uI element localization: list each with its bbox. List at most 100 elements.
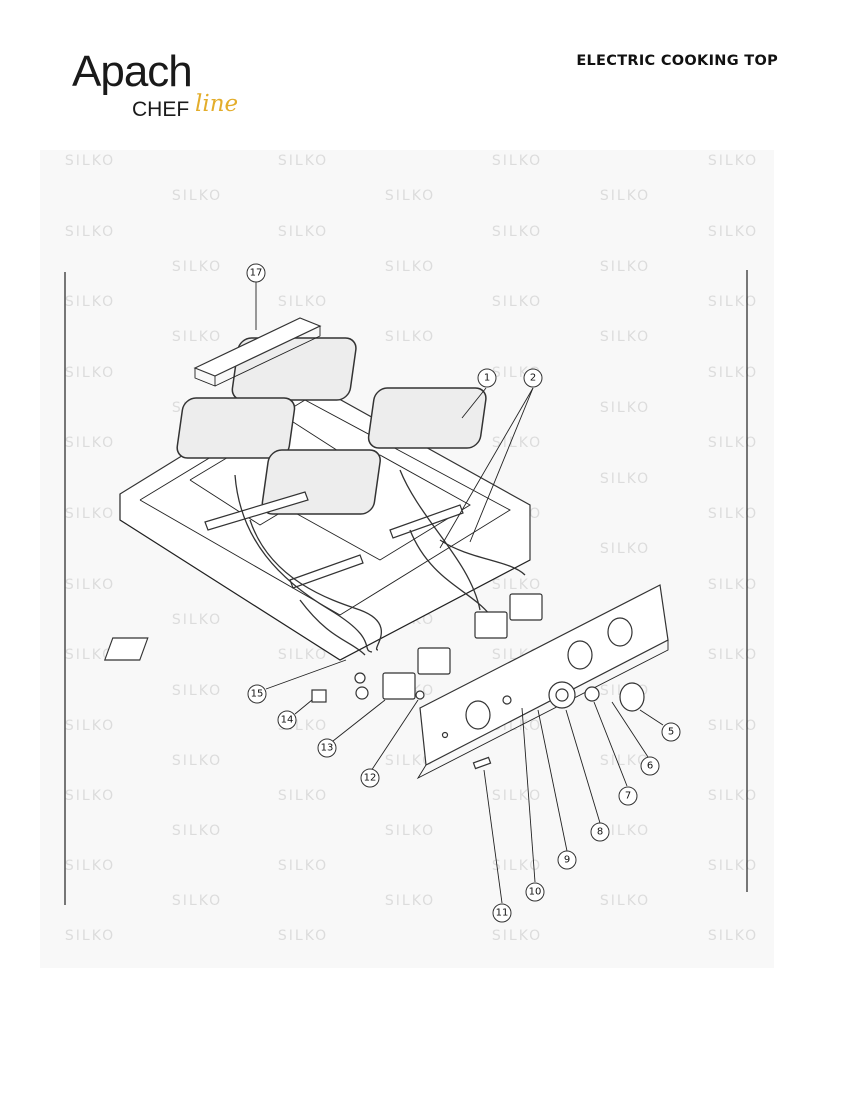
watermark-text: SILKO [600, 471, 650, 487]
callout-15: 15 [247, 684, 267, 704]
callout-number: 5 [668, 727, 674, 738]
watermark-text: SILKO [278, 647, 328, 663]
clamp-part [311, 689, 327, 703]
watermark-text: SILKO [708, 294, 758, 310]
callout-14: 14 [277, 710, 297, 730]
callout-circle [590, 822, 610, 842]
plate-brackets [204, 491, 464, 589]
watermark-text: SILKO [278, 928, 328, 944]
watermark-text: SILKO [492, 577, 542, 593]
indicator-lamp [472, 756, 492, 770]
callout-circle [557, 850, 577, 870]
watermark-text: SILKO [600, 753, 650, 769]
watermark-text: SILKO [65, 224, 115, 240]
callout-7: 7 [618, 786, 638, 806]
callout-number: 15 [251, 689, 264, 700]
callout-12: 12 [360, 768, 380, 788]
watermark-text: SILKO [708, 365, 758, 381]
energy-regulators [354, 593, 543, 700]
watermark-text: SILKO [600, 329, 650, 345]
watermark-text: SILKO [600, 823, 650, 839]
callout-circle [317, 738, 337, 758]
brand-logo: Apach [72, 47, 193, 96]
callout-circle [477, 368, 497, 388]
callout-6: 6 [640, 756, 660, 776]
watermark-text: SILKO [65, 506, 115, 522]
watermark-text: SILKO [492, 435, 542, 451]
watermark-text: SILKO [600, 893, 650, 909]
callout-9: 9 [557, 850, 577, 870]
callout-circle [661, 722, 681, 742]
watermark-text: SILKO [708, 858, 758, 874]
callout-number: 10 [529, 887, 542, 898]
callout-1: 1 [477, 368, 497, 388]
watermark-text: SILKO [65, 435, 115, 451]
callout-circle [640, 756, 660, 776]
watermark-text: SILKO [708, 153, 758, 169]
watermark-text: SILKO [385, 188, 435, 204]
callout-circle [525, 882, 545, 902]
brand-script-logo: line [195, 91, 239, 117]
watermark-text: SILKO [172, 329, 222, 345]
callout-circle [360, 768, 380, 788]
watermark-text: SILKO [385, 893, 435, 909]
small-washer [415, 690, 425, 700]
callout-number: 6 [647, 761, 653, 772]
watermark-text: SILKO [172, 683, 222, 699]
watermark-layer: SILKO SILKO SILKO SILKO SILKO SILKO SILKO SILKO… [65, 153, 758, 944]
terminal-block [103, 637, 149, 661]
watermark-text: SILKO [492, 928, 542, 944]
watermark-text: SILKO [278, 153, 328, 169]
watermark-text: SILKO [172, 612, 222, 628]
watermark-text: SILKO [600, 259, 650, 275]
callout-leaders [255, 282, 664, 904]
callout-circle [277, 710, 297, 730]
callout-5: 5 [661, 722, 681, 742]
watermark-text: SILKO [65, 153, 115, 169]
callout-circle [618, 786, 638, 806]
watermark-text: SILKO [708, 435, 758, 451]
watermark-text: SILKO [385, 753, 435, 769]
callout-circle [523, 368, 543, 388]
watermark-text: SILKO [172, 259, 222, 275]
watermark-text: SILKO [172, 823, 222, 839]
watermark-text: SILKO [708, 506, 758, 522]
callout-number: 7 [625, 791, 631, 802]
watermark-text: SILKO [65, 577, 115, 593]
callout-number: 8 [597, 827, 603, 838]
callout-circle [247, 684, 267, 704]
callout-number: 2 [530, 373, 536, 384]
document-title: ELECTRIC COOKING TOP [576, 53, 778, 69]
watermark-text: SILKO [172, 188, 222, 204]
watermark-text: SILKO [492, 294, 542, 310]
watermark-text: SILKO [385, 259, 435, 275]
wiring [234, 469, 526, 656]
brand-sub-logo: CHEF [132, 98, 190, 121]
watermark-text: SILKO [492, 224, 542, 240]
watermark-text: SILKO [708, 718, 758, 734]
watermark-text: SILKO [492, 788, 542, 804]
callout-10: 10 [525, 882, 545, 902]
callout-number: 9 [564, 855, 570, 866]
watermark-text: SILKO [65, 858, 115, 874]
watermark-text: SILKO [600, 541, 650, 557]
watermark-text: SILKO [600, 400, 650, 416]
callout-17: 17 [246, 263, 266, 283]
watermark-text: SILKO [278, 224, 328, 240]
grid-rack [193, 317, 322, 387]
watermark-text: SILKO [708, 224, 758, 240]
watermark-text: SILKO [385, 823, 435, 839]
callout-8: 8 [590, 822, 610, 842]
watermark-text: SILKO [278, 294, 328, 310]
control-knob [619, 682, 645, 712]
watermark-text: SILKO [708, 647, 758, 663]
watermark-text: SILKO [172, 893, 222, 909]
watermark-text: SILKO [65, 365, 115, 381]
watermark-text: SILKO [65, 718, 115, 734]
callout-2: 2 [523, 368, 543, 388]
callout-number: 17 [250, 268, 263, 279]
watermark-text: SILKO [385, 329, 435, 345]
watermark-text: SILKO [65, 788, 115, 804]
